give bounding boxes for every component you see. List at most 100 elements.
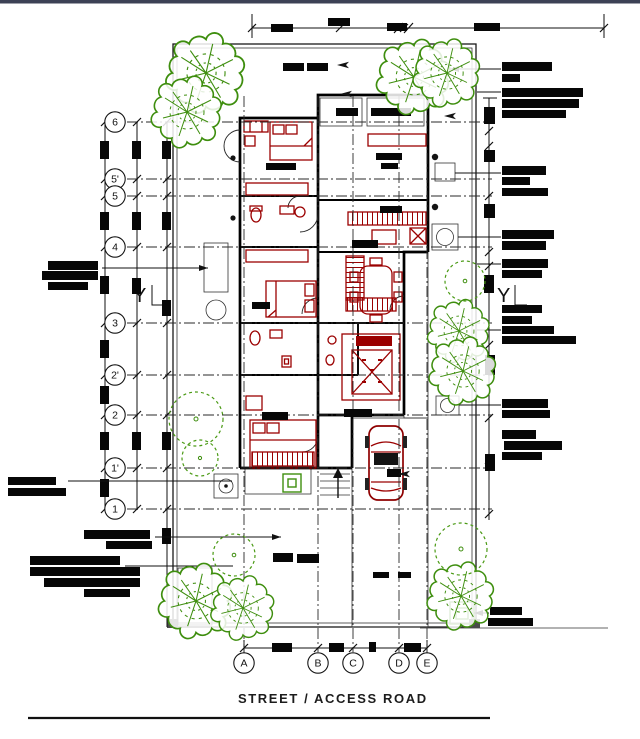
- redacted-text-bar: [485, 454, 495, 471]
- redacted-text-bar: [132, 212, 141, 230]
- dim-tick: [162, 318, 172, 328]
- redacted-text-bar: [128, 530, 150, 539]
- utility-box-1: [434, 162, 456, 182]
- grid-bubble-C: [342, 652, 364, 674]
- family-room-set: [325, 333, 401, 401]
- dim-tick: [132, 191, 142, 201]
- bed-2: [265, 280, 317, 318]
- dim-tick: [348, 643, 358, 653]
- dim-tick: [132, 318, 142, 328]
- street-label: STREET / ACCESS ROAD: [238, 691, 428, 706]
- dim-tick: [162, 504, 172, 514]
- dim-tick: [162, 174, 172, 184]
- grid-bubble-2: [104, 404, 126, 426]
- section-letter: Y: [497, 285, 510, 307]
- dim-tick: [484, 509, 494, 519]
- grid-bubble-5: [104, 185, 126, 207]
- grid-bubble-label: A: [240, 658, 247, 670]
- redacted-text-bar: [484, 275, 494, 293]
- grid-bubble-label: E: [423, 658, 430, 670]
- redacted-text-bar: [502, 270, 542, 278]
- redacted-text-bar: [398, 572, 411, 578]
- bath-1-fixtures: [249, 205, 306, 223]
- redacted-text-bar: [84, 530, 134, 539]
- furniture: [243, 120, 427, 501]
- grid-bubble-E: [416, 652, 438, 674]
- redacted-text-bar: [84, 589, 130, 597]
- redacted-text-bar: [502, 166, 546, 175]
- redacted-text-bar: [502, 62, 552, 71]
- dim-tick: [162, 370, 172, 380]
- redacted-text-bar: [106, 541, 152, 549]
- redacted-text-bar: [344, 409, 372, 417]
- grid-bubble-3: [104, 312, 126, 334]
- kitchen: [345, 211, 427, 312]
- grid-bubble-label: 2: [112, 410, 118, 422]
- redacted-text-bar: [266, 163, 296, 170]
- grid-bubble-label: 1: [112, 504, 118, 516]
- leader-arrowhead: [199, 265, 208, 271]
- redacted-text-bar: [272, 643, 292, 652]
- grid-bubble-6: [104, 111, 126, 133]
- redacted-text-bar: [48, 282, 88, 290]
- dim-tick: [132, 504, 142, 514]
- grid-bubble-label: B: [314, 658, 321, 670]
- redacted-text-bar: [352, 240, 378, 248]
- deck-panel-1: [319, 97, 363, 127]
- grid-bubble-label: 4: [112, 242, 118, 254]
- redacted-text-bar: [162, 212, 171, 230]
- dim-tick: [394, 643, 404, 653]
- bath-2-fixtures: [249, 329, 292, 368]
- grid-bubble-label: 2': [111, 370, 119, 382]
- dim-tick: [239, 643, 249, 653]
- dim-tick: [484, 141, 494, 151]
- window-top-border: [0, 0, 640, 4]
- redacted-text-bar: [373, 572, 389, 578]
- bed-1: [243, 120, 313, 161]
- redacted-text-bar: [502, 305, 542, 313]
- grid-bubble-label: 1': [111, 463, 119, 475]
- wardrobe-1: [245, 182, 309, 196]
- redacted-text-bar: [376, 153, 402, 160]
- redacted-text-bar: [100, 276, 109, 294]
- grid-bubble-B: [307, 652, 329, 674]
- redacted-text-bar: [283, 63, 304, 71]
- redacted-text-bar: [502, 110, 566, 118]
- dim-tick: [132, 242, 142, 252]
- redacted-text-bar: [162, 300, 171, 316]
- redacted-text-bar: [132, 432, 141, 450]
- redacted-text-bar: [502, 326, 554, 334]
- dim-tick: [132, 463, 142, 473]
- redacted-text-bar: [502, 452, 542, 460]
- dining-set: [349, 257, 403, 323]
- redacted-text-bar: [502, 410, 550, 418]
- side-feature-circle: [205, 299, 227, 321]
- driveway: [351, 417, 429, 628]
- redacted-text-bar: [162, 528, 171, 544]
- redacted-text-bar: [297, 554, 319, 563]
- redacted-text-bar: [488, 618, 533, 626]
- redacted-text-bar: [502, 336, 576, 344]
- dim-tick: [484, 261, 494, 271]
- redacted-text-bar: [132, 278, 141, 294]
- redacted-text-bar: [262, 412, 288, 420]
- redacted-text-bar: [100, 340, 109, 358]
- grid-bubble-label: C: [349, 658, 357, 670]
- grid-bubble-2': [104, 364, 126, 386]
- redacted-text-bar: [44, 578, 140, 587]
- dim-tick: [162, 191, 172, 201]
- redacted-text-bar: [271, 24, 293, 32]
- planter-pot: [431, 153, 439, 161]
- redacted-text-bar: [8, 488, 66, 496]
- redacted-text-bar: [30, 556, 120, 565]
- redacted-text-bar: [387, 23, 407, 31]
- redacted-text-bar: [502, 230, 554, 239]
- redacted-text-bar: [42, 271, 98, 280]
- grid-bubble-1: [104, 498, 126, 520]
- grid-bubble-A: [233, 652, 255, 674]
- redacted-text-bar: [273, 553, 293, 562]
- redacted-text-bar: [100, 386, 109, 404]
- grid-bubble-D: [388, 652, 410, 674]
